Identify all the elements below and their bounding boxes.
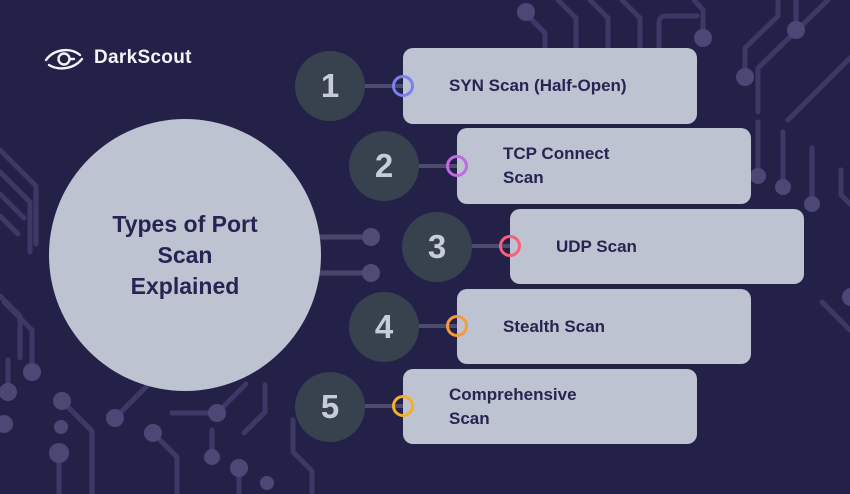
connector-line (330, 404, 403, 408)
scan-card: UDP Scan (510, 209, 804, 284)
connector-line (330, 84, 403, 88)
scan-card: Stealth Scan (457, 289, 751, 364)
title-circle: Types of Port Scan Explained (49, 119, 321, 391)
step-number-badge: 5 (295, 372, 365, 442)
scan-item-1: 1 SYN Scan (Half-Open) (295, 48, 697, 124)
scan-item-5: 5 Comprehensive Scan (295, 369, 697, 444)
accent-ring-icon (499, 235, 521, 257)
eye-icon (44, 48, 84, 70)
scan-card: TCP Connect Scan (457, 128, 751, 204)
scan-label: Stealth Scan (503, 316, 606, 336)
accent-ring-icon (446, 315, 468, 337)
step-number-badge: 1 (295, 51, 365, 121)
accent-ring-icon (446, 155, 468, 177)
scan-item-4: 4 Stealth Scan (349, 289, 751, 364)
page-title-line: Scan (157, 241, 213, 268)
connector-line (437, 244, 510, 248)
scan-label: TCP Connect Scan (503, 144, 610, 187)
scan-item-3: 3 UDP Scan (402, 209, 804, 284)
brand-logo: DarkScout (44, 44, 192, 72)
connector-line (384, 164, 457, 168)
scan-label: Comprehensive Scan (449, 384, 577, 428)
scan-label: UDP Scan (556, 236, 637, 256)
step-number-badge: 2 (349, 131, 419, 201)
step-number-badge: 3 (402, 212, 472, 282)
step-number-badge: 4 (349, 292, 419, 362)
connector-line (384, 324, 457, 328)
page-title-line: Types of Port (112, 210, 258, 237)
scan-card: Comprehensive Scan (403, 369, 697, 444)
page-title-line: Explained (130, 272, 240, 299)
brand-name: DarkScout (94, 47, 192, 68)
scan-item-2: 2 TCP Connect Scan (349, 128, 751, 204)
scan-card: SYN Scan (Half-Open) (403, 48, 697, 124)
accent-ring-icon (392, 395, 414, 417)
accent-ring-icon (392, 75, 414, 97)
scan-label: SYN Scan (Half-Open) (449, 76, 627, 95)
